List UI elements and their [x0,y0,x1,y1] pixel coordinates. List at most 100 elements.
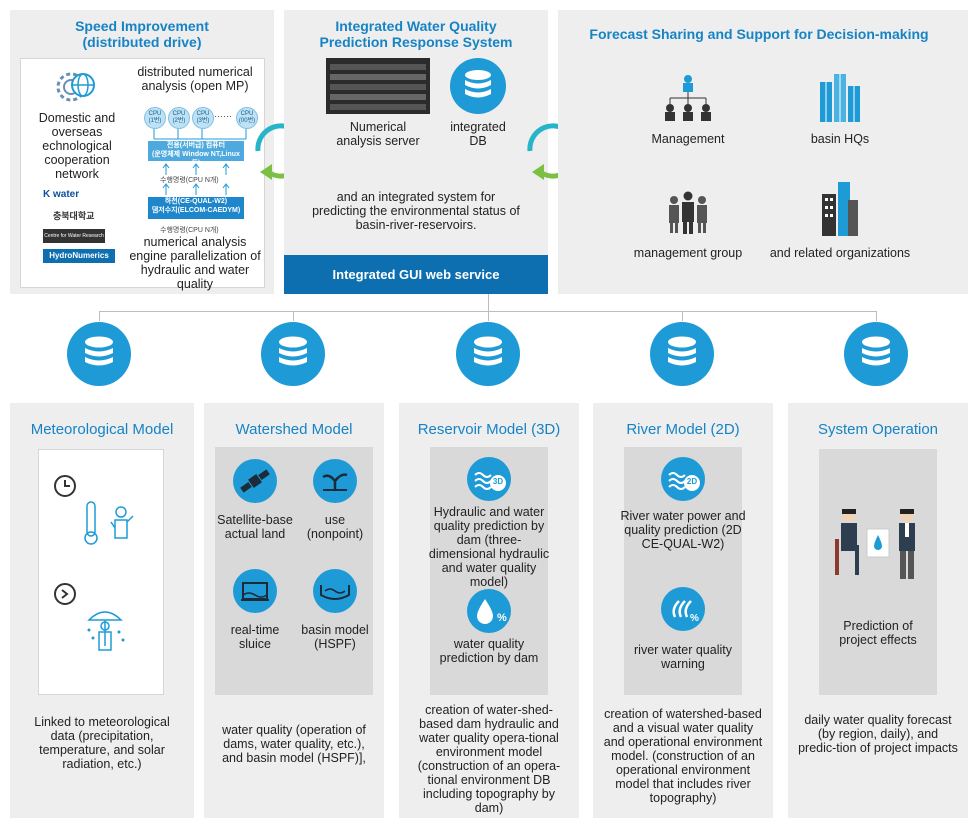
up-arrows-1 [162,163,230,175]
cpu-3: CPU (3번) [192,107,214,129]
related-orgs-label: and related organizations [769,246,911,260]
model-db-icon-4 [650,322,714,386]
watershed-items-box: Satellite-base actual land use (nonpoint… [215,447,373,695]
badge-2d: 2D [686,477,698,486]
management-group-label: management group [633,246,743,260]
database-icon [474,336,502,366]
reservoir-item-1: Hydraulic and water quality prediction b… [428,505,550,589]
forecast-title: Forecast Sharing and Support for Decisio… [589,26,929,42]
water-warning-icon: % [661,587,705,631]
org-chart-icon [665,75,711,121]
hydronumerics-logo: HydroNumerics [49,251,109,260]
system-operation-title: System Operation [817,421,939,438]
reservoir-item-2: water quality prediction by dam [439,637,539,665]
kwater-logo: K water [43,189,80,200]
cpu-dots: …… [214,109,232,119]
wave-2d-icon: 2D [661,457,705,501]
wave-3d-icon: 3D [467,457,511,501]
integrated-system-panel: Integrated Water Quality Prediction Resp… [284,10,548,294]
basin-model-icon [313,569,357,613]
reservoir-items-box: 3D Hydraulic and water quality predictio… [429,447,549,695]
river-model-title: River Model (2D) [626,421,740,438]
watershed-desc: water quality (operation of dams, water … [222,723,366,765]
database-icon [862,336,890,366]
cwr-logo-box: Centre for Water Research [43,229,105,243]
system-operation-desc: daily water quality forecast (by region,… [798,713,958,755]
model-db-icon-2 [261,322,325,386]
river-desc: creation of watershed-based and a visual… [603,707,763,805]
cpu-connectors [153,129,247,140]
watershed-model-panel: Watershed Model Satellite-base actual la… [204,403,384,818]
database-icon [279,336,307,366]
connector-drop-2 [293,311,294,321]
satellite-icon [233,459,277,503]
system-operation-box: Prediction of project effects [819,449,937,695]
river-model-panel: River Model (2D) 2D River water power an… [593,403,773,818]
watershed-model-title: Watershed Model [235,421,353,438]
integrated-db-icon [450,58,506,114]
gui-web-service-banner: Integrated GUI web service [284,255,548,294]
meteorological-illustration [38,449,164,695]
cooperation-network-text: Domestic and overseas echnological coope… [38,111,116,181]
meteorological-model-title: Meteorological Model [30,421,174,438]
meteorological-desc: Linked to meteorological data (precipita… [34,715,170,771]
server-computer-box: 전용(서버급) 컴퓨터 (운영체제 Window NT,Linux 등) [148,141,244,167]
svg-text:%: % [690,613,699,624]
chungbuk-logo: 충북대학교 [53,211,95,221]
reservoir-desc: creation of water-shed-based dam hydraul… [417,703,561,815]
nonpoint-label: use (nonpoint) [306,513,364,541]
model-db-icon-1 [67,322,131,386]
sluice-label: real-time sluice [230,623,280,651]
connector-drop-3 [488,311,489,321]
database-icon [465,70,491,98]
db-label: integrated DB [450,120,506,148]
hydronumerics-logo-box: HydroNumerics [43,249,115,263]
clock-thermometer-icon [54,475,134,545]
buildings-icon [820,74,860,122]
forecast-panel: Forecast Sharing and Support for Decisio… [558,10,968,294]
cwr-logo: Centre for Water Research [44,233,104,239]
connector-drop-1 [99,311,100,321]
system-operation-item: Prediction of project effects [839,619,917,647]
up-arrows-2 [162,183,230,195]
server-label: Numerical analysis server [336,120,420,148]
cpu-1: CPU (1번) [144,107,166,129]
parallelization-text: numerical analysis engine parallelizatio… [129,235,261,291]
sluice-icon [233,569,277,613]
cpu-2: CPU (2번) [168,107,190,129]
basin-model-label: basin model (HSPF) [301,623,369,651]
nonpoint-icon [313,459,357,503]
cpu-n: CPU (00번) [236,107,258,129]
water-drop-percent-icon: % [467,589,511,633]
connector-drop-5 [876,311,877,321]
river-item-2: river water quality warning [634,643,732,671]
svg-text:%: % [497,612,507,624]
distributed-analysis-title: distributed numerical analysis (open MP) [137,65,253,93]
group-icon [669,191,707,234]
cooperation-network-box: Domestic and overseas echnological coope… [20,58,134,288]
speed-improvement-title: Speed Improvement (distributed drive) [75,18,209,50]
badge-3d: 3D [492,477,504,486]
model-engine-box: 하천(CE-QUAL-W2) 댐저수지(ELCOM-CAEDYM) [148,197,244,219]
reservoir-model-panel: Reservoir Model (3D) 3D Hydraulic and wa… [399,403,579,818]
river-item-1: River water power and quality prediction… [620,509,746,551]
river-items-box: 2D River water power and quality predict… [620,447,746,695]
model-db-icon-5 [844,322,908,386]
command-note-1: 수행명령(CPU N개) [160,177,219,184]
clock-umbrella-icon [54,583,125,651]
satellite-label: Satellite-base actual land [217,513,293,541]
database-icon [85,336,113,366]
system-operation-panel: System Operation Prediction of project e… [788,403,968,818]
reservoir-model-title: Reservoir Model (3D) [417,421,561,438]
meteorological-model-panel: Meteorological Model Linked to meteorolo… [10,403,194,818]
globe-gear-icon [56,72,95,102]
integrated-desc: and an integrated system for predicting … [312,190,520,232]
connector-vertical-top [488,294,489,312]
meeting-people-icon [835,508,915,579]
database-icon [668,336,696,366]
integrated-system-title: Integrated Water Quality Prediction Resp… [319,18,513,50]
office-tower-icon [822,182,858,236]
distributed-analysis-box: distributed numerical analysis (open MP)… [126,58,265,291]
speed-improvement-panel: Speed Improvement (distributed drive) Do… [10,10,274,294]
management-label: Management [651,132,725,146]
